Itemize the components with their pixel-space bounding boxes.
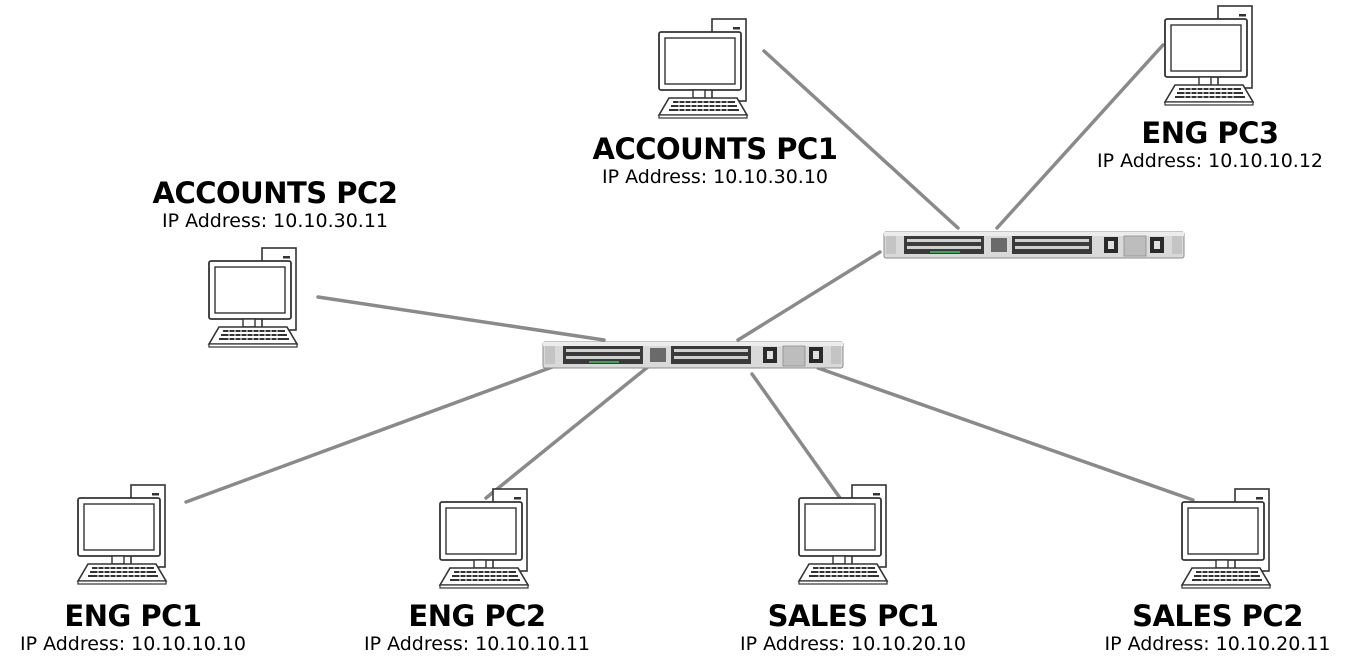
bottom-switch-icon bbox=[542, 341, 844, 369]
sales-pc2-icon bbox=[1181, 488, 1271, 589]
sales-pc1-icon bbox=[798, 484, 888, 585]
top-switch-icon bbox=[883, 231, 1185, 259]
sales-pc1-ip: IP Address: 10.10.20.10 bbox=[739, 633, 967, 655]
accounts-pc2-ip: IP Address: 10.10.30.11 bbox=[161, 210, 389, 232]
eng-pc1-name: ENG PC1 bbox=[64, 599, 202, 633]
eng-pc1-icon bbox=[77, 484, 167, 585]
eng-pc3-icon bbox=[1164, 5, 1254, 106]
link-eng-pc3-to-top-switch bbox=[995, 43, 1165, 230]
sales-pc2-ip: IP Address: 10.10.20.11 bbox=[1104, 633, 1331, 655]
eng-pc2-ip: IP Address: 10.10.10.11 bbox=[363, 633, 591, 655]
link-sales-pc2-to-bottom-switch bbox=[816, 366, 1195, 502]
accounts-pc1-name: ACCOUNTS PC1 bbox=[592, 132, 838, 166]
sales-pc2-label: SALES PC2 IP Address: 10.10.20.11 bbox=[1085, 600, 1350, 656]
eng-pc1-label: ENG PC1 IP Address: 10.10.10.10 bbox=[0, 600, 266, 656]
eng-pc1-ip: IP Address: 10.10.10.10 bbox=[19, 633, 247, 655]
link-accounts-pc1-to-top-switch bbox=[762, 49, 960, 230]
link-sales-pc1-to-bottom-switch bbox=[750, 372, 842, 500]
sales-pc2-name: SALES PC2 bbox=[1132, 599, 1303, 633]
eng-pc2-icon bbox=[439, 488, 529, 589]
sales-pc1-label: SALES PC1 IP Address: 10.10.20.10 bbox=[718, 600, 988, 656]
eng-pc2-label: ENG PC2 IP Address: 10.10.10.11 bbox=[342, 600, 612, 656]
accounts-pc2-name: ACCOUNTS PC2 bbox=[152, 176, 398, 210]
accounts-pc2-label: ACCOUNTS PC2 IP Address: 10.10.30.11 bbox=[140, 177, 410, 233]
eng-pc2-name: ENG PC2 bbox=[408, 599, 546, 633]
accounts-pc1-ip: IP Address: 10.10.30.10 bbox=[601, 166, 829, 188]
eng-pc3-name: ENG PC3 bbox=[1141, 116, 1279, 150]
link-eng-pc2-to-bottom-switch bbox=[484, 364, 651, 500]
accounts-pc2-icon bbox=[208, 247, 298, 348]
eng-pc3-label: ENG PC3 IP Address: 10.10.10.12 bbox=[1085, 117, 1335, 173]
link-top-switch-to-bottom-switch bbox=[736, 250, 882, 342]
links bbox=[184, 43, 1195, 504]
sales-pc1-name: SALES PC1 bbox=[767, 599, 939, 633]
eng-pc3-ip: IP Address: 10.10.10.12 bbox=[1096, 150, 1324, 172]
accounts-pc1-label: ACCOUNTS PC1 IP Address: 10.10.30.10 bbox=[585, 133, 845, 189]
accounts-pc1-icon bbox=[658, 18, 748, 119]
link-eng-pc1-to-bottom-switch bbox=[184, 364, 557, 504]
link-accounts-pc2-to-bottom-switch bbox=[316, 295, 606, 342]
